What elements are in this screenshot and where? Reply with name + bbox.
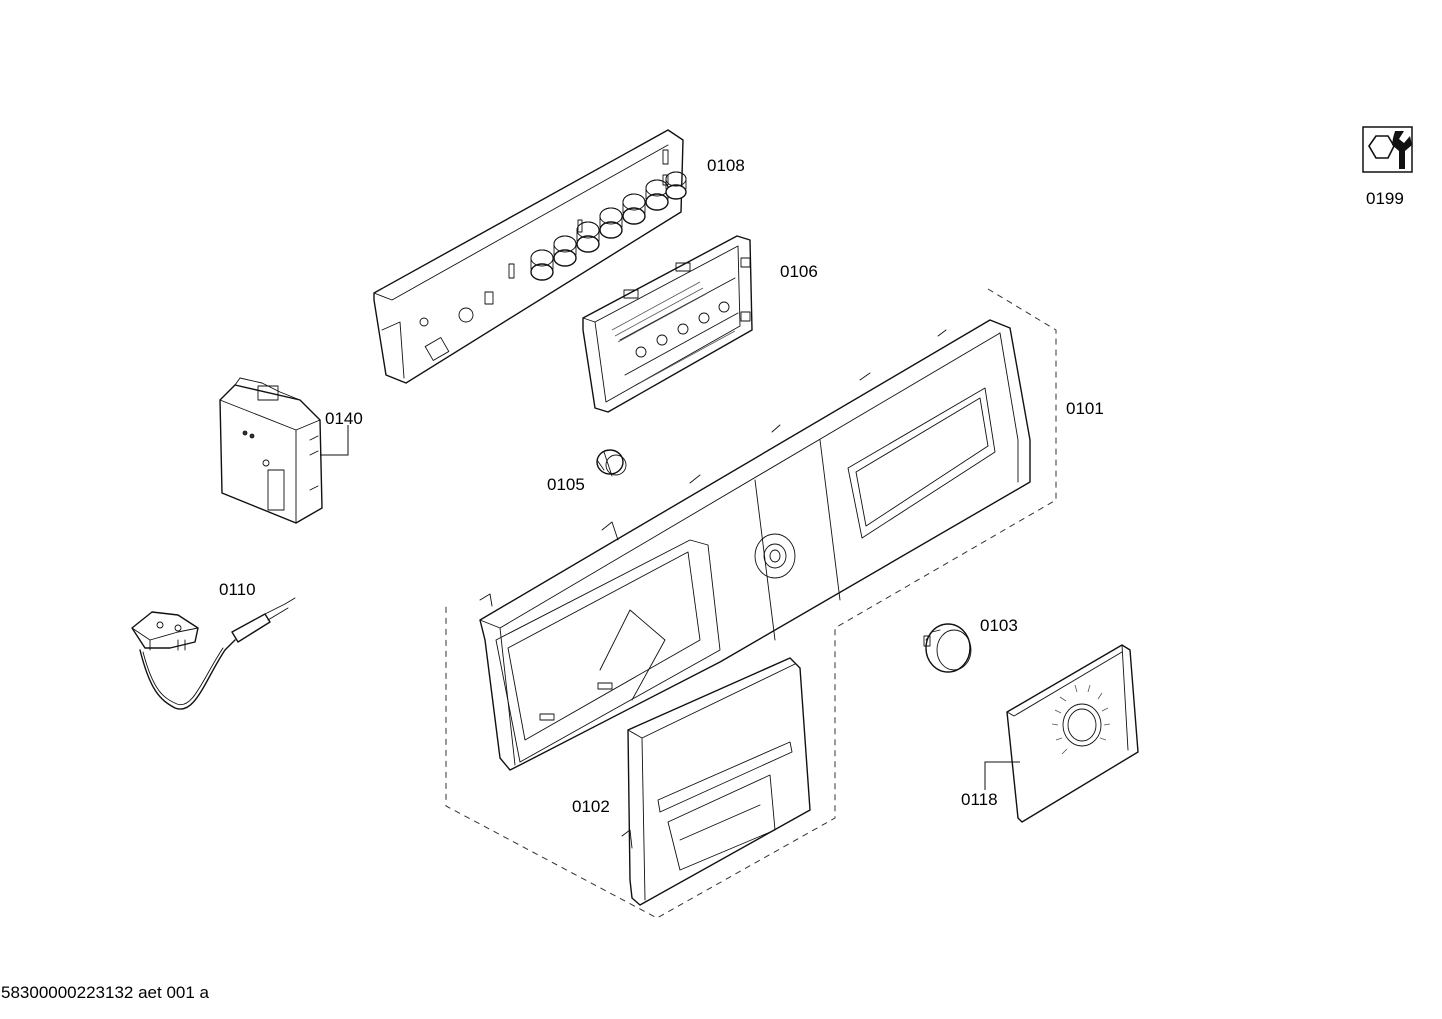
- label-0118: 0118: [961, 790, 998, 809]
- wrench-nut-icon[interactable]: [1362, 126, 1413, 173]
- document-id: 58300000223132 aet 001 a: [1, 983, 209, 1002]
- label-0102: 0102: [572, 797, 610, 816]
- knob-row: [530, 171, 687, 281]
- assembly-boundary: [445, 288, 1057, 919]
- label-0110: 0110: [219, 580, 256, 599]
- part-0108-control-board[interactable]: [373, 129, 687, 384]
- part-0103-round-knob[interactable]: [923, 623, 972, 673]
- label-0101: 0101: [1066, 399, 1104, 418]
- label-0105: 0105: [547, 475, 585, 494]
- label-0106: 0106: [780, 262, 818, 281]
- part-0140-power-module[interactable]: [219, 377, 323, 524]
- label-0140: 0140: [325, 409, 363, 428]
- part-0101-control-panel[interactable]: [479, 319, 1031, 771]
- label-0103: 0103: [980, 616, 1018, 635]
- part-0110-mains-cable[interactable]: [131, 597, 296, 710]
- label-0199: 0199: [1366, 189, 1404, 208]
- part-0102-drawer-handle[interactable]: [621, 657, 811, 906]
- label-0108: 0108: [707, 156, 745, 175]
- part-0106-display-frame[interactable]: [582, 235, 753, 413]
- part-0105-knob-cap[interactable]: [596, 449, 627, 477]
- part-0118-cover-plate[interactable]: [1006, 644, 1139, 823]
